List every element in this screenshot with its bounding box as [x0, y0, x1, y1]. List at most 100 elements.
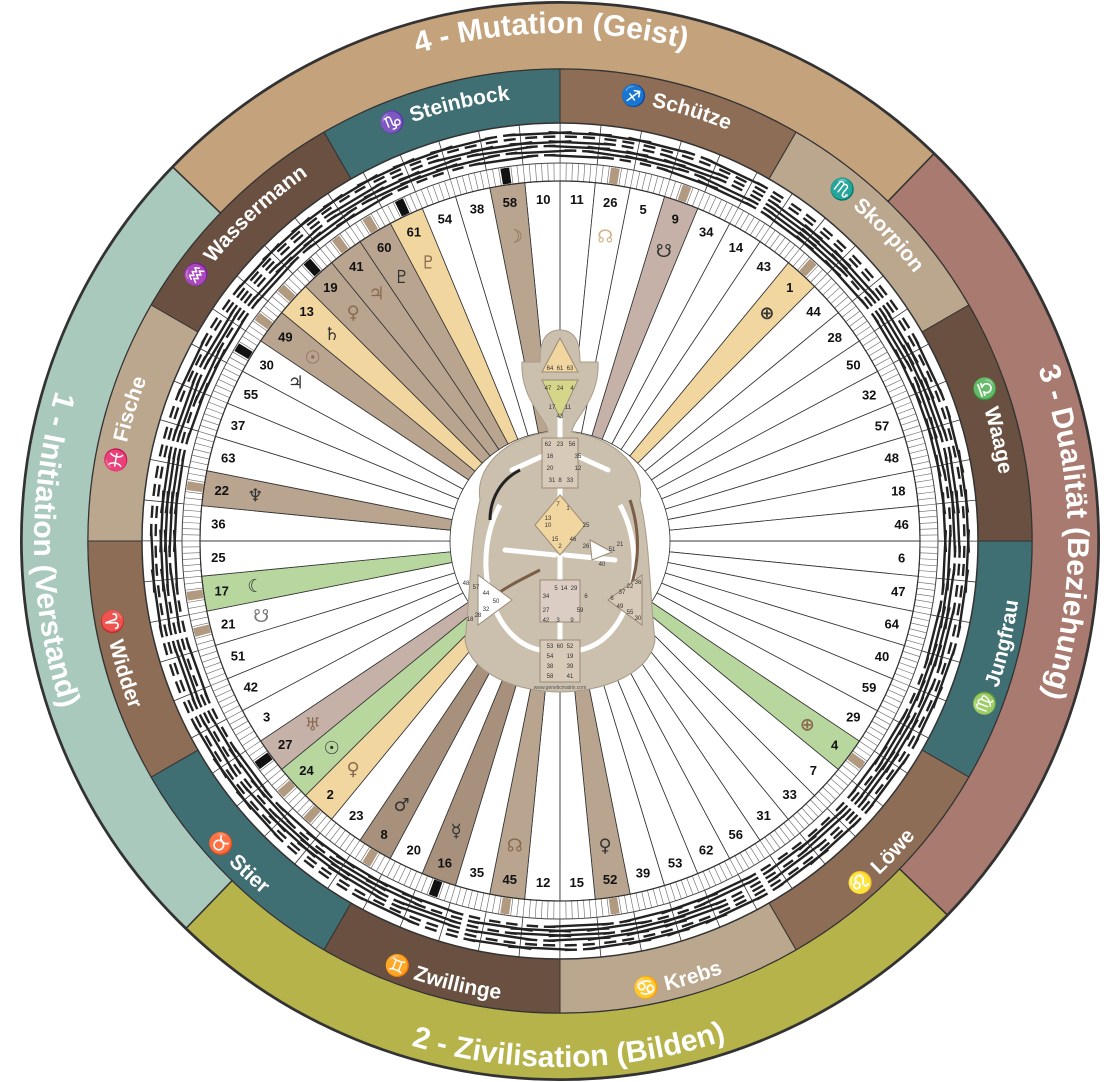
planet-glyph-icon: ☋ — [253, 606, 269, 627]
bodygraph-gate-number: 32 — [483, 607, 490, 613]
activation-marker — [331, 235, 349, 254]
bodygraph-gate-number: 61 — [557, 366, 564, 372]
gate-number: 6 — [898, 550, 905, 565]
planet-glyph-icon: ♄ — [324, 324, 340, 345]
gate-number: 50 — [846, 358, 860, 373]
bodygraph-gate-number: 52 — [567, 644, 574, 650]
bodygraph-gate-number: 63 — [567, 366, 574, 372]
planet-glyph-icon: ☉ — [324, 738, 340, 759]
bodygraph-gate-number: 13 — [545, 516, 552, 522]
gate-number: 2 — [327, 787, 334, 802]
gate-number: 53 — [668, 856, 682, 871]
gate-number: 14 — [729, 240, 744, 255]
gate-number: 33 — [782, 787, 796, 802]
gate-number: 23 — [349, 808, 363, 823]
bodygraph-gate-number: 34 — [543, 594, 550, 600]
ajna-center — [541, 379, 579, 420]
gate-number: 1 — [786, 280, 793, 295]
activation-marker — [254, 312, 273, 330]
gate-number: 16 — [437, 855, 451, 870]
bodygraph-gate-number: 12 — [575, 466, 582, 472]
bodygraph-gate-number: 36 — [635, 580, 642, 586]
gate-number: 63 — [221, 450, 235, 465]
bodygraph-gate-number: 23 — [557, 442, 564, 448]
gate-number: 28 — [828, 330, 842, 345]
zodiac-sign-ring: ♑ Steinbock♐ Schütze♏ Skorpion♎ Waage♍ J… — [87, 68, 1033, 1014]
hexagram-icon — [168, 377, 209, 440]
bodygraph-gate-number: 43 — [557, 414, 564, 420]
gate-number: 54 — [438, 211, 453, 226]
hexagram-icon — [824, 249, 878, 306]
planet-glyph-icon: ♃ — [288, 373, 304, 394]
quarter-ring: 4 - Mutation (Geist)3 - Dualität (Bezieh… — [20, 1, 1100, 1081]
gate-number: 31 — [756, 808, 770, 823]
gate-number: 7 — [810, 763, 817, 778]
planet-glyph-icon: ♇ — [420, 253, 436, 274]
root-center — [539, 639, 581, 683]
planet-glyph-icon: ♀ — [347, 303, 360, 324]
bodygraph-gate-number: 48 — [463, 581, 470, 587]
bodygraph-gate-number: 26 — [583, 544, 590, 550]
throat-center — [541, 437, 579, 489]
bodygraph-gate-number: 5 — [554, 586, 558, 592]
gate-number: 46 — [894, 517, 908, 532]
bodygraph-gate-number: 20 — [547, 466, 554, 472]
gate-number: 9 — [672, 212, 679, 227]
gate-number: 59 — [862, 680, 876, 695]
gate-number: 39 — [636, 865, 650, 880]
planet-glyph-icon: ☊ — [507, 836, 523, 857]
bodygraph-gate-number: 47 — [545, 386, 552, 392]
bodygraph-gate-number: 14 — [561, 586, 568, 592]
gate-number: 40 — [875, 649, 889, 664]
gate-number: 43 — [757, 259, 771, 274]
bodygraph-gate-number: 29 — [571, 586, 578, 592]
hexagram-icon — [697, 157, 764, 208]
gate-number: 30 — [259, 358, 273, 373]
gate-number: 61 — [407, 224, 421, 239]
activation-marker — [799, 258, 817, 277]
bodygraph-gate-number: 31 — [549, 478, 556, 484]
gate-number: 52 — [603, 872, 617, 887]
head-center — [541, 336, 579, 373]
bodygraph-gate-number: 19 — [567, 654, 574, 660]
gate-number: 3 — [263, 709, 270, 724]
activation-marker — [234, 343, 253, 360]
bodygraph-gate-number: 2 — [558, 544, 562, 550]
gate-number: 10 — [536, 192, 550, 207]
planet-glyph-icon: ♆ — [247, 486, 263, 507]
bodygraph-gate-number: 37 — [619, 590, 626, 596]
planet-glyph-icon: ⊕ — [759, 303, 774, 324]
gate-number: 45 — [503, 872, 517, 887]
gate-number: 4 — [831, 737, 839, 752]
sacral-center — [539, 579, 581, 623]
bodygraph-gate-number: 39 — [567, 664, 574, 670]
hexagram-icon — [468, 919, 533, 951]
activation-marker — [500, 167, 512, 185]
bodygraph-gate-number: 51 — [609, 547, 616, 553]
g-center — [534, 494, 586, 556]
gate-number: 64 — [884, 617, 899, 632]
activation-marker — [193, 624, 211, 637]
bodygraph-gate-number: 30 — [635, 616, 642, 622]
gate-number: 26 — [603, 195, 617, 210]
hexagram-icon — [850, 745, 908, 811]
bodygraph-gate-number: 25 — [583, 523, 590, 529]
bodygraph-gate-number: 21 — [617, 542, 624, 548]
activation-marker — [847, 752, 866, 770]
gate-number: 48 — [885, 450, 899, 465]
activation-marker — [500, 897, 512, 915]
bodygraph-gate-number: 11 — [565, 405, 572, 411]
gate-number: 13 — [299, 304, 313, 319]
bodygraph-gate-number: 1 — [566, 506, 570, 512]
hexagram-icon — [200, 308, 247, 370]
activation-marker — [362, 848, 379, 867]
gate-number: 35 — [470, 865, 484, 880]
bodygraph-gate-number: 4 — [570, 386, 574, 392]
gate-number: 29 — [846, 709, 860, 724]
bodygraph-gate-number: 54 — [547, 654, 554, 660]
bodygraph-gate-number: 8 — [558, 478, 562, 484]
spleen-center — [477, 574, 513, 626]
